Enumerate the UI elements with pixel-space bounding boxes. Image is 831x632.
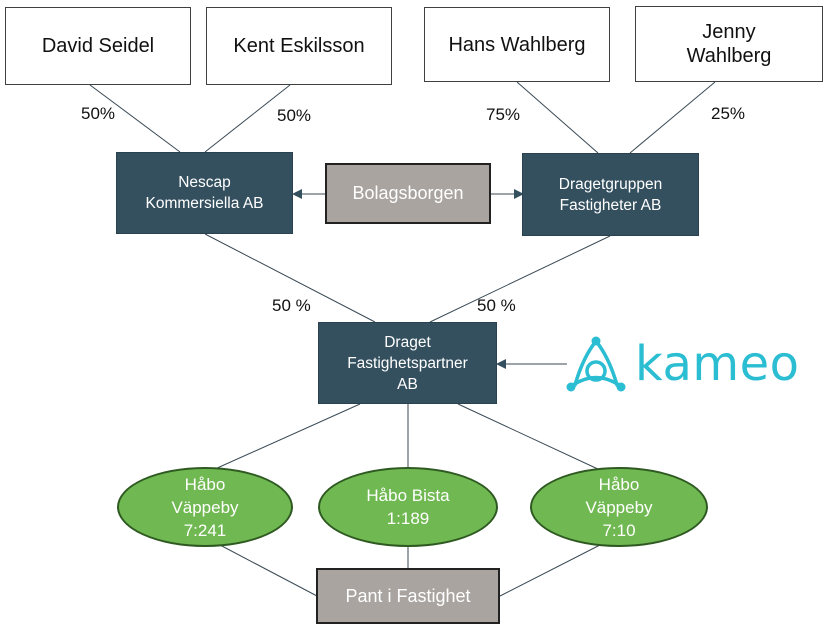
share-label-kent: 50% bbox=[277, 106, 312, 125]
share-label-hans: 75% bbox=[486, 105, 521, 124]
property-ellipse-vappeby-7-241: Håbo Väppeby 7:241 bbox=[117, 467, 293, 547]
line-hans-dragetgruppen bbox=[516, 81, 599, 154]
property-ellipse-bista-1-189: Håbo Bista 1:189 bbox=[318, 467, 498, 547]
collateral-box: Pant i Fastighet bbox=[316, 568, 500, 624]
company-box-nescap: Nescap Kommersiella AB bbox=[116, 152, 293, 234]
kameo-logo: kameo bbox=[565, 335, 800, 393]
kameo-logo-icon bbox=[566, 336, 626, 392]
line-draget-p3 bbox=[457, 403, 601, 471]
company-box-dragetgruppen: Dragetgruppen Fastigheter AB bbox=[522, 153, 699, 236]
property-ellipse-vappeby-7-10: Håbo Väppeby 7:10 bbox=[530, 467, 708, 547]
owner-box-jenny: Jenny Wahlberg bbox=[635, 6, 823, 82]
owner-box-hans: Hans Wahlberg bbox=[424, 7, 610, 82]
line-kent-nescap bbox=[204, 84, 291, 153]
share-label-david: 50% bbox=[81, 104, 116, 123]
share-label-jenny: 25% bbox=[711, 104, 746, 123]
line-draget-p1 bbox=[214, 403, 361, 470]
line-nescap-draget bbox=[204, 233, 376, 323]
line-p3-pant bbox=[499, 544, 601, 597]
share-label-nescap: 50 % bbox=[272, 296, 311, 315]
line-jenny-dragetgruppen bbox=[629, 81, 716, 154]
line-dragetgruppen-draget bbox=[429, 235, 611, 323]
guarantee-box: Bolagsborgen bbox=[325, 163, 491, 224]
kameo-wordmark: kameo bbox=[635, 336, 800, 392]
line-p1-pant bbox=[219, 544, 318, 597]
owner-box-kent: Kent Eskilsson bbox=[206, 7, 392, 85]
share-label-dragetgruppen: 50 % bbox=[477, 296, 516, 315]
borrower-box-draget: Draget Fastighetspartner AB bbox=[318, 322, 497, 404]
line-david-nescap bbox=[89, 84, 181, 153]
owner-box-david: David Seidel bbox=[5, 7, 191, 85]
